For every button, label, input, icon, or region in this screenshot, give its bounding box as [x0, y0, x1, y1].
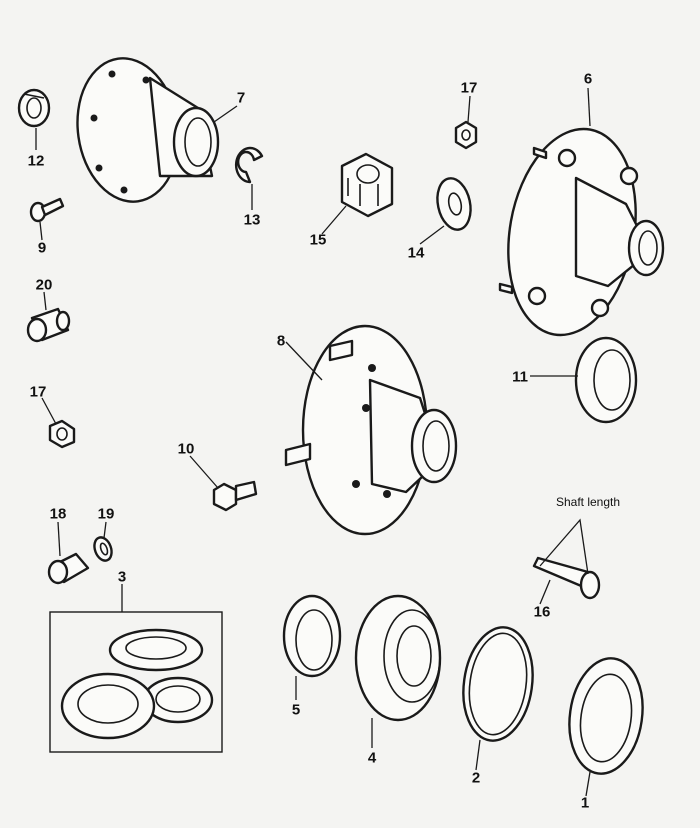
- part-17-nut-left: [48, 419, 76, 449]
- part-10-bolt: [212, 480, 258, 512]
- label-part-16: 16: [533, 603, 551, 621]
- part-19-lock-washer: [93, 536, 113, 562]
- label-part-10: 10: [177, 440, 195, 458]
- label-part-14: 14: [407, 244, 425, 262]
- label-part-12: 12: [27, 152, 45, 170]
- label-part-17-top: 17: [460, 79, 478, 97]
- label-part-13: 13: [243, 211, 261, 229]
- part-8-hub: [284, 324, 458, 536]
- part-11-oil-seal: [574, 336, 638, 424]
- label-part-18: 18: [49, 505, 67, 523]
- label-part-6: 6: [583, 70, 593, 88]
- label-part-3: 3: [117, 568, 127, 586]
- part-17-nut-top: [454, 120, 478, 150]
- part-20-wheel-nut: [26, 307, 71, 343]
- part-7-front-hub: [76, 57, 220, 203]
- label-part-20: 20: [35, 276, 53, 294]
- part-4-bearing: [354, 594, 442, 722]
- part-3-seal-kit: [49, 611, 223, 753]
- part-16-stud: [532, 556, 601, 600]
- label-part-15: 15: [309, 231, 327, 249]
- part-12-collar: [17, 88, 51, 128]
- label-part-8: 8: [276, 332, 286, 350]
- label-part-4: 4: [367, 749, 377, 767]
- part-2-circlip: [462, 626, 534, 742]
- part-6-rear-hub: [498, 127, 665, 337]
- part-15-castle-nut: [340, 152, 394, 218]
- label-part-9: 9: [37, 239, 47, 257]
- part-5-spacer: [282, 594, 342, 678]
- part-18-nut: [47, 552, 90, 585]
- part-13-circlip: [234, 146, 264, 184]
- part-9-screw: [29, 197, 65, 223]
- label-part-1: 1: [580, 794, 590, 812]
- label-part-11: 11: [512, 368, 528, 386]
- label-part-19: 19: [97, 505, 115, 523]
- leader-lines: [35, 87, 591, 797]
- label-part-5: 5: [291, 701, 301, 719]
- part-1-seal: [568, 657, 644, 775]
- shaft-length-annotation: Shaft length: [555, 495, 621, 509]
- part-14-washer: [436, 177, 472, 231]
- label-part-17-left: 17: [29, 383, 47, 401]
- label-part-2: 2: [471, 769, 481, 787]
- label-part-7: 7: [236, 89, 246, 107]
